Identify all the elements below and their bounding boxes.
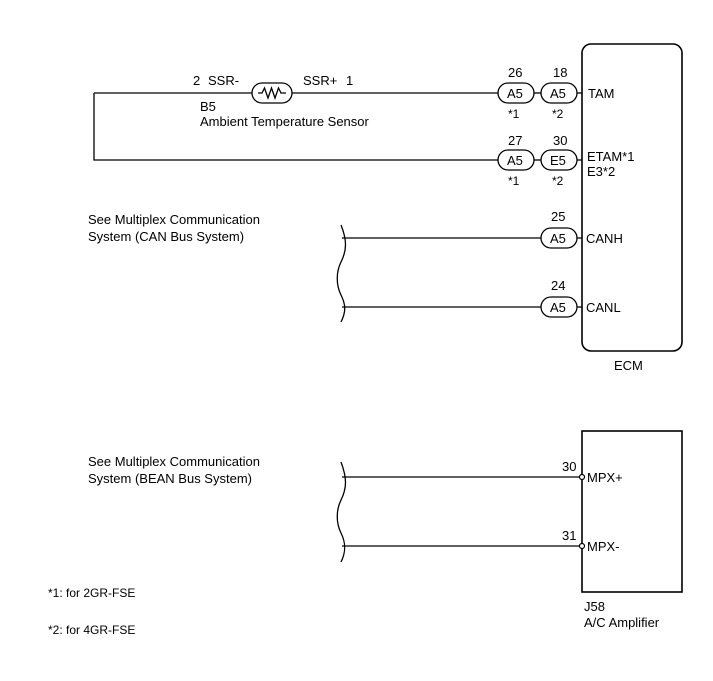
note-2: *2: for 4GR-FSE xyxy=(48,623,135,637)
canl-pin: 24 xyxy=(551,278,565,293)
canl-conn-label: A5 xyxy=(550,300,566,315)
etam-note-a: *1 xyxy=(508,174,520,188)
sensor-name: Ambient Temperature Sensor xyxy=(200,114,370,129)
etam-connector-row: 27 30 A5 E5 *1 *2 ETAM*1 E3*2 xyxy=(497,133,634,188)
bean-break-line xyxy=(336,461,347,563)
can-ref-line2: System (CAN Bus System) xyxy=(88,229,244,244)
can-break-line xyxy=(336,224,347,323)
mpx-plus-label: MPX+ xyxy=(587,470,623,485)
tam-connector-row: 26 18 A5 A5 *1 *2 TAM xyxy=(497,65,614,121)
sensor-pin-right: 1 xyxy=(346,73,353,88)
canl-terminal: CANL xyxy=(586,300,621,315)
mpx-minus-pin: 31 xyxy=(562,528,576,543)
tam-pin-b: 18 xyxy=(553,65,567,80)
mpx-minus-terminal-dot xyxy=(578,542,586,550)
mpx-plus-pin: 30 xyxy=(562,459,576,474)
sensor-term-right: SSR+ xyxy=(303,73,337,88)
sensor-return-wire xyxy=(93,93,498,161)
sensor-term-left: SSR- xyxy=(208,73,239,88)
ac-amplifier-box xyxy=(581,430,683,593)
tam-conn-a-label: A5 xyxy=(507,86,523,101)
etam-conn-a-label: A5 xyxy=(507,153,523,168)
tam-terminal: TAM xyxy=(588,86,614,101)
thermistor-icon xyxy=(251,82,293,104)
tam-note-b: *2 xyxy=(552,107,564,121)
etam-terminal: ETAM*1 xyxy=(587,149,634,164)
bean-ref-line1: See Multiplex Communication xyxy=(88,454,260,469)
canh-pin: 25 xyxy=(551,209,565,224)
canh-terminal: CANH xyxy=(586,231,623,246)
sensor-pin-left: 2 xyxy=(193,73,200,88)
mpx-plus-terminal-dot xyxy=(578,473,586,481)
canh-conn-label: A5 xyxy=(550,231,566,246)
amplifier-code: J58 xyxy=(584,599,605,614)
tam-pin-a: 26 xyxy=(508,65,522,80)
note-1: *1: for 2GR-FSE xyxy=(48,586,135,600)
etam-pin-a: 27 xyxy=(508,133,522,148)
amplifier-name: A/C Amplifier xyxy=(584,615,660,630)
sensor-code: B5 xyxy=(200,99,216,114)
ecm-label: ECM xyxy=(614,358,643,373)
can-ref-line1: See Multiplex Communication xyxy=(88,212,260,227)
etam-conn-b-label: E5 xyxy=(550,153,566,168)
ecm-box xyxy=(581,43,683,352)
tam-conn-b-label: A5 xyxy=(550,86,566,101)
e3-terminal: E3*2 xyxy=(587,164,615,179)
bean-ref-line2: System (BEAN Bus System) xyxy=(88,471,252,486)
etam-pin-b: 30 xyxy=(553,133,567,148)
mpx-minus-label: MPX- xyxy=(587,539,620,554)
etam-note-b: *2 xyxy=(552,174,564,188)
tam-note-a: *1 xyxy=(508,107,520,121)
